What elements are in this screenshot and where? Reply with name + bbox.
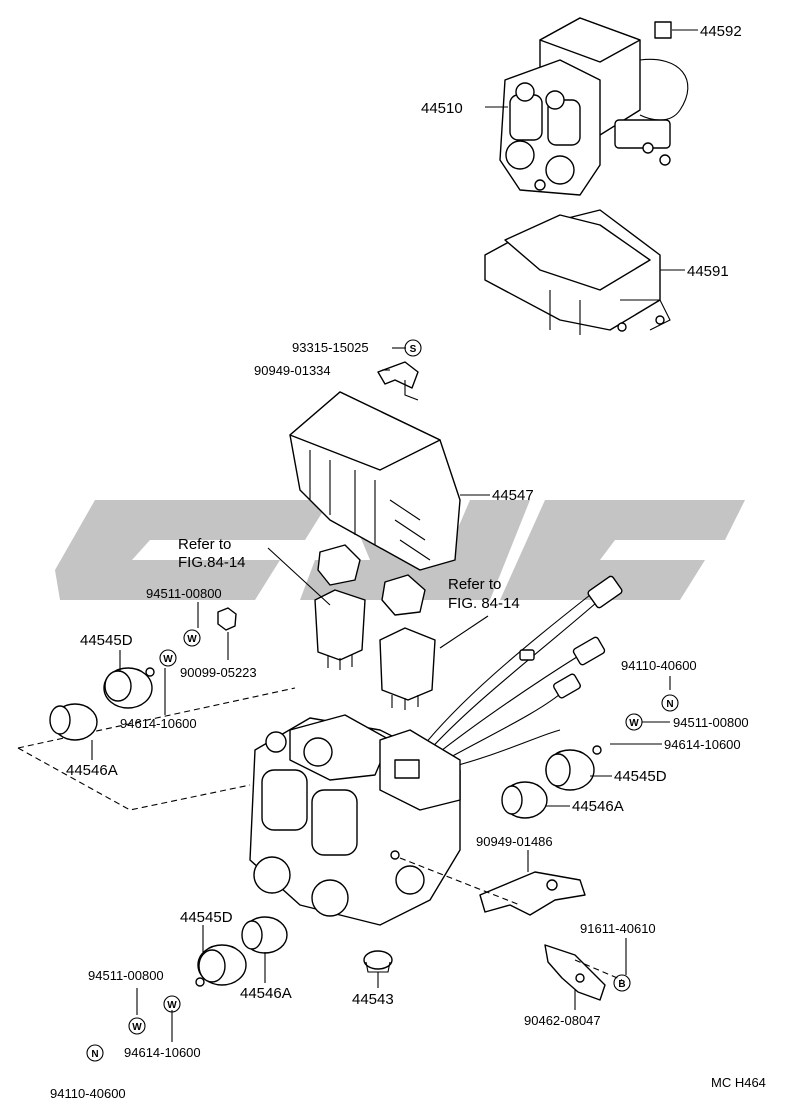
label-90099-05223: 90099-05223 (180, 665, 257, 680)
svg-text:W: W (167, 1000, 177, 1011)
washer-symbol-f: W (163, 995, 181, 1013)
washer-symbol-c: W (625, 713, 643, 731)
bracket-90949-01334 (377, 361, 419, 401)
svg-text:S: S (410, 344, 417, 355)
cushion-44545d-bottom (195, 944, 247, 987)
relay-cover-44547 (289, 391, 461, 571)
actuator-assembly-top (499, 17, 689, 196)
label-93315-15025: 93315-15025 (292, 340, 369, 355)
cushion-44546a-bottom (241, 916, 288, 954)
svg-text:N: N (666, 699, 673, 710)
bolt-alignment-line (574, 959, 623, 981)
bracket-90462-08047 (544, 944, 606, 1001)
svg-text:W: W (163, 654, 173, 665)
screw-symbol: S (404, 339, 422, 357)
label-44592: 44592 (700, 23, 742, 40)
label-94614-10600-top: 94614-10600 (120, 716, 197, 731)
figure-code: MC H464 (711, 1075, 766, 1090)
label-44543: 44543 (352, 991, 394, 1008)
label-94511-00800-bottom: 94511-00800 (88, 968, 164, 983)
label-44547: 44547 (492, 487, 534, 504)
label-90949-01334: 90949-01334 (254, 363, 331, 378)
label-44591: 44591 (687, 263, 729, 280)
svg-text:W: W (132, 1022, 142, 1033)
nut-symbol-bottom: N (86, 1044, 104, 1062)
label-44546a-top: 44546A (66, 762, 118, 779)
label-44545d-top: 44545D (80, 632, 133, 649)
label-90462-08047: 90462-08047 (524, 1013, 601, 1028)
reference-2-line1: Refer to (448, 576, 501, 593)
label-94614-10600-bottom: 94614-10600 (124, 1045, 201, 1060)
cushion-44546a-right (501, 781, 548, 819)
washer-symbol-b: W (159, 649, 177, 667)
svg-text:N: N (91, 1049, 98, 1060)
washer-symbol-a: W (183, 629, 201, 647)
label-44546a-bottom: 44546A (240, 985, 292, 1002)
label-44545d-right: 44545D (614, 768, 667, 785)
leader-lines (91, 29, 698, 1042)
reference-2-line2: FIG. 84-14 (448, 595, 520, 612)
bracket-alignment-line (399, 857, 521, 906)
nut-symbol-right: N (661, 694, 679, 712)
relay-right (379, 627, 436, 710)
relay-bracket-right (381, 574, 426, 616)
actuator-cover-44591 (484, 209, 671, 335)
bracket-90949-01486 (479, 871, 586, 916)
washer-symbol-e: W (128, 1017, 146, 1035)
label-94110-40600-right: 94110-40600 (621, 658, 697, 673)
label-94614-10600-right: 94614-10600 (664, 737, 741, 752)
label-91611-40610: 91611-40610 (580, 921, 656, 936)
clip-44592 (654, 21, 672, 39)
label-94511-00800-top: 94511-00800 (146, 586, 222, 601)
mount-outline (17, 687, 296, 811)
label-90949-01486: 90949-01486 (476, 834, 553, 849)
label-44545d-bottom: 44545D (180, 909, 233, 926)
reference-1-line2: FIG.84-14 (178, 554, 246, 571)
washer-symbol-d: B (613, 974, 631, 992)
nut-90099-05223 (217, 607, 237, 631)
reference-1-line1: Refer to (178, 536, 231, 553)
cushion-44545d-right (545, 745, 602, 791)
svg-text:W: W (629, 718, 639, 729)
label-44510: 44510 (421, 100, 463, 117)
relay-left (314, 589, 366, 670)
grommet-44543 (363, 950, 393, 973)
actuator-assembly-main (249, 714, 461, 926)
label-94511-00800-right: 94511-00800 (673, 715, 749, 730)
wire-harness (419, 575, 623, 771)
label-44546a-right: 44546A (572, 798, 624, 815)
svg-text:B: B (618, 979, 625, 990)
cushion-44545d-left (103, 667, 155, 709)
cushion-44546a-left (49, 703, 98, 741)
label-94110-40600-bottom: 94110-40600 (50, 1086, 126, 1101)
svg-text:W: W (187, 634, 197, 645)
relay-bracket-left (317, 544, 361, 586)
